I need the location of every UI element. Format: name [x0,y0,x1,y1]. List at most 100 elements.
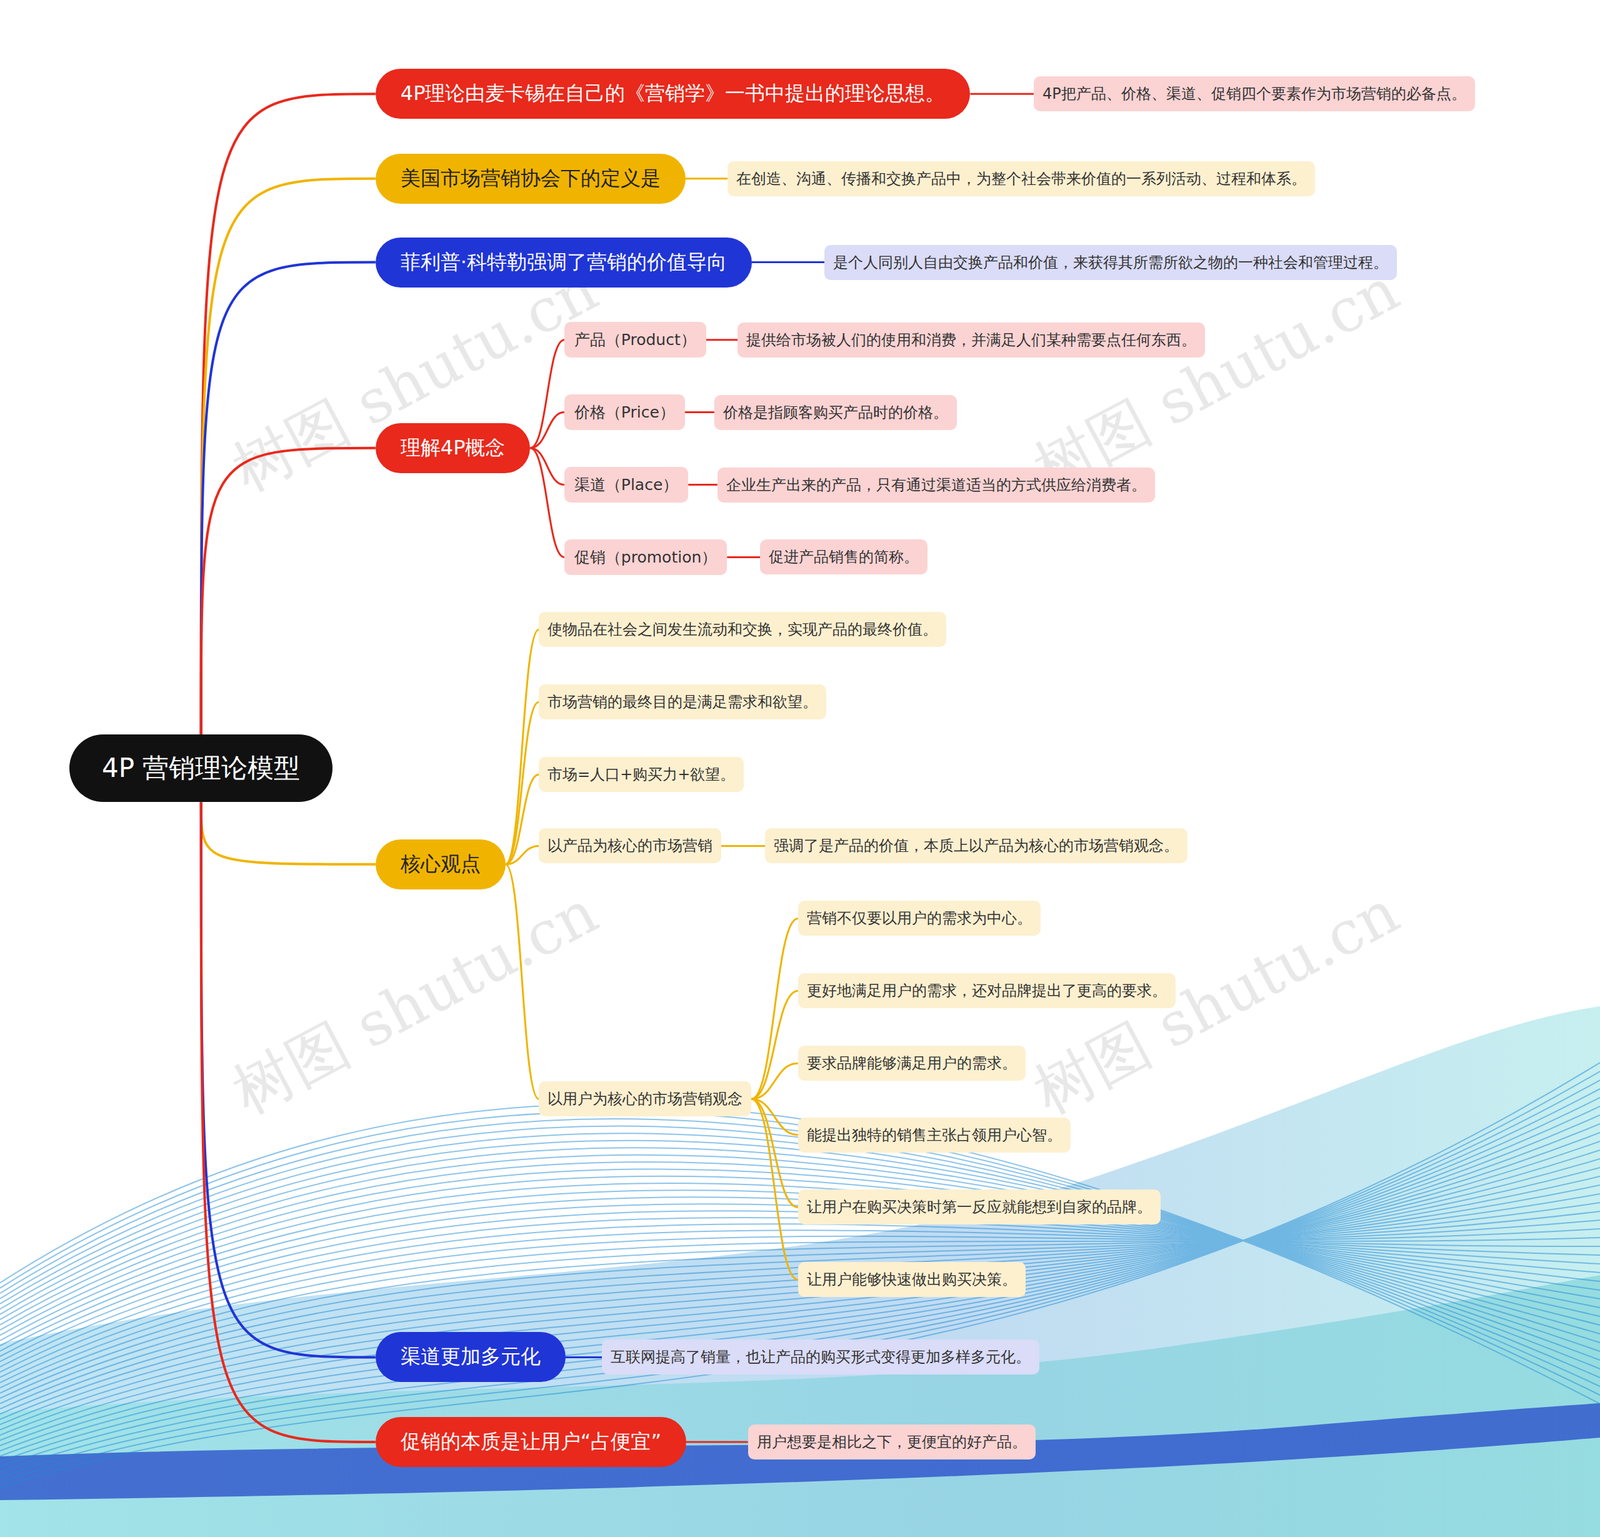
branch-line [685,411,715,414]
detail-box: 企业生产出来的产品，只有通过渠道适当的方式供应给消费者。 [717,467,1155,503]
node-text: 促销（promotion） [574,546,717,568]
branch-line [688,483,717,486]
main-topic: 4P理论由麦卡锡在自己的《营销学》一书中提出的理论思想。 [375,68,971,119]
branch-line [565,1356,602,1359]
wave-stroke [0,1106,1600,1462]
node-text: 核心观点 [400,850,481,879]
branch-line [751,1063,799,1099]
node-text: 菲利普·科特勒强调了营销的价值导向 [400,248,727,277]
node-text: 渠道（Place） [574,474,679,495]
node-text: 企业生产出来的产品，只有通过渠道适当的方式供应给消费者。 [726,475,1147,495]
node-text: 以用户为核心的市场营销观念 [547,1088,743,1109]
sub-topic: 产品（Product） [564,321,707,358]
branch-line [751,990,799,1099]
node-text: 提供给市场被人们的使用和消费，并满足人们某种需要点任何东西。 [746,330,1197,350]
branch-line [751,918,799,1099]
detail-box: 更好地满足用户的需求，还对品牌提出了更高的要求。 [798,973,1176,1009]
wave-stroke [0,1140,1600,1360]
node-text: 能提出独特的销售主张占领用户心智。 [806,1125,1062,1145]
branch-line [751,261,825,264]
branch-line [726,556,760,559]
node-text: 互联网提高了销量，也让产品的购买形式变得更加多样多元化。 [610,1346,1031,1367]
wave-stroke [0,1161,1600,1334]
node-text: 美国市场营销协会下的定义是 [400,165,661,193]
sub-topic: 价格（Price） [564,394,685,430]
detail-box: 价格是指顾客购买产品时的价格。 [714,395,957,430]
node-text: 产品（Product） [574,329,697,350]
detail-box: 互联网提高了销量，也让产品的购买形式变得更加多样多元化。 [601,1339,1040,1375]
wave-stroke [0,1176,1600,1336]
node-text: 要求品牌能够满足用户的需求。 [806,1053,1017,1074]
sub-topic: 促销（promotion） [564,539,727,575]
detail-box: 营销不仅要以用户的需求为中心。 [798,900,1041,936]
node-text: 理解4P概念 [400,434,506,462]
main-topic: 菲利普·科特勒强调了营销的价值导向 [375,237,752,288]
wave-stroke [0,1168,1600,1330]
detail-box: 用户想要是相比之下，更便宜的好产品。 [748,1424,1036,1460]
branch-line [686,1440,749,1443]
sub-topic: 渠道（Place） [564,466,689,503]
wave-lines [0,1062,1600,1488]
wave-stroke [0,1230,1600,1377]
branch-line [201,178,376,735]
detail-box: 能提出独特的销售主张占领用户心智。 [798,1117,1071,1153]
wave-stroke [0,1183,1600,1341]
wave-stroke [0,1080,1600,1477]
branch-line [201,801,376,1442]
wave-stroke [0,1202,1600,1404]
node-text: 促销的本质是让用户“占便宜” [400,1428,662,1456]
wave-band [0,1275,1600,1537]
node-text: 营销不仅要以用户的需求为中心。 [806,908,1032,929]
wave-stroke [0,1155,1600,1343]
detail-box: 让用户能够快速做出购买决策。 [798,1261,1026,1297]
node-text: 渠道更加多元化 [400,1343,541,1371]
node-text: 价格是指顾客购买产品时的价格。 [723,402,949,423]
branch-line [505,629,539,865]
branch-line [505,864,539,1100]
detail-box: 以产品为核心的市场营销 [538,828,722,864]
node-text: 促进产品销售的简称。 [768,546,919,567]
wave-stroke [0,1126,1600,1378]
node-text: 4P理论由麦卡锡在自己的《营销学》一书中提出的理论思想。 [400,80,946,108]
wave-stroke [0,1088,1600,1472]
detail-box: 提供给市场被人们的使用和消费，并满足人们某种需要点任何东西。 [737,322,1205,358]
node-text: 4P把产品、价格、渠道、促销四个要素作为市场营销的必备点。 [1042,83,1467,104]
wave-stroke [0,1062,1600,1488]
node-text: 市场=人口+购买力+欲望。 [547,764,735,785]
node-text: 强调了是产品的价值，本质上以产品为核心的市场营销观念。 [773,835,1179,856]
wave-stroke [0,1104,1600,1404]
node-text: 价格（Price） [574,401,675,423]
branch-line [505,701,539,865]
wave-stroke [0,1071,1600,1483]
branch-line [685,177,728,180]
wave-stroke [0,1111,1600,1395]
node-text: 是个人同别人自由交换产品和价值，来获得其所需所欲之物的一种社会和管理过程。 [833,252,1389,273]
branch-line [721,845,765,847]
detail-box: 促进产品销售的简称。 [760,539,928,575]
wave-stroke [0,1223,1600,1372]
branch-line [201,448,376,735]
detail-box: 让用户在购买决策时第一反应就能想到自家的品牌。 [798,1189,1161,1225]
wave-stroke [0,1220,1600,1394]
branch-line [201,801,376,864]
node-text: 用户想要是相比之下，更便宜的好产品。 [756,1431,1027,1452]
wave-stroke [0,1133,1600,1369]
main-topic: 理解4P概念 [375,423,531,474]
main-topic: 美国市场营销协会下的定义是 [375,153,686,204]
node-text: 4P 营销理论模型 [101,750,300,786]
branch-line [530,340,564,449]
branch-line [201,93,376,735]
node-text: 让用户能够快速做出购买决策。 [806,1269,1017,1290]
detail-box: 市场=人口+购买力+欲望。 [538,756,744,792]
detail-box: 使物品在社会之间发生流动和交换，实现产品的最终价值。 [538,611,947,647]
detail-box: 市场营销的最终目的是满足需求和欲望。 [538,684,827,720]
wave-stroke [0,1211,1600,1399]
wave-stroke [0,1097,1600,1467]
branch-line [201,801,376,1357]
node-text: 市场营销的最终目的是满足需求和欲望。 [547,691,818,712]
node-text: 在创造、沟通、传播和交换产品中，为整个社会带来价值的一系列活动、过程和体系。 [736,168,1307,189]
wave-stroke [0,1228,1600,1388]
detail-box: 以用户为核心的市场营销观念 [538,1081,752,1117]
main-topic: 促销的本质是让用户“占便宜” [375,1416,687,1467]
